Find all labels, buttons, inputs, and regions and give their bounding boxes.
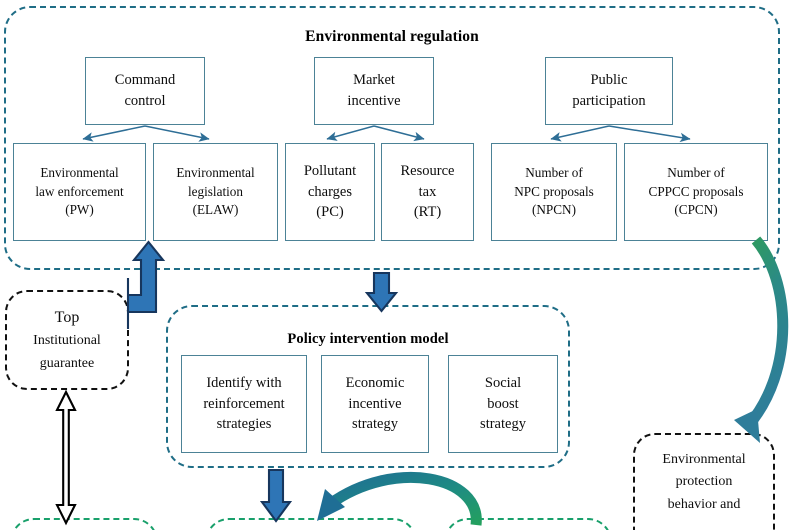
node-indicator-elaw-line3: (ELAW) xyxy=(192,202,239,218)
node-indicator-elaw[interactable]: Environmental legislation (ELAW) xyxy=(153,143,278,241)
bottom-box-right-clipped[interactable] xyxy=(444,518,612,530)
node-indicator-rt-line1: Resource xyxy=(400,163,455,180)
node-command-control-line1: Command xyxy=(114,72,176,89)
node-indicator-pc-line2: charges xyxy=(307,183,353,200)
node-market-incentive[interactable]: Market incentive xyxy=(314,57,434,125)
node-indicator-rt[interactable]: Resource tax (RT) xyxy=(381,143,474,241)
node-public-participation[interactable]: Public participation xyxy=(545,57,673,125)
node-indicator-cpcn-line3: (CPCN) xyxy=(674,202,718,218)
node-indicator-pw-line2: law enforcement xyxy=(35,183,124,199)
node-strategy-social-line1: Social xyxy=(484,375,522,392)
node-indicator-npcn-line1: Number of xyxy=(525,164,583,180)
node-indicator-npcn[interactable]: Number of NPC proposals (NPCN) xyxy=(491,143,617,241)
double-headed-arrow-institutional-bottom xyxy=(55,389,77,526)
node-indicator-elaw-line1: Environmental xyxy=(176,164,255,180)
node-institutional-line2: Institutional xyxy=(33,333,101,349)
node-market-incentive-line1: Market xyxy=(353,72,395,89)
node-indicator-pw-line1: Environmental xyxy=(40,164,119,180)
block-arrow-policy-to-bottom xyxy=(259,468,293,523)
node-strategy-identify-line2: reinforcement xyxy=(203,395,285,412)
node-env-protection-line3: behavior and xyxy=(667,496,741,512)
node-strategy-social-line2: boost xyxy=(487,395,519,412)
node-market-incentive-line2: incentive xyxy=(347,93,401,109)
node-indicator-npcn-line3: (NPCN) xyxy=(532,202,576,218)
node-indicator-pw-line3: (PW) xyxy=(65,202,94,218)
group-title-environmental-regulation: Environmental regulation xyxy=(305,28,479,45)
node-strategy-identify-line3: strategies xyxy=(216,416,272,433)
node-strategy-economic-line2: incentive xyxy=(348,395,402,412)
node-public-participation-line1: Public xyxy=(590,72,628,89)
node-public-participation-line2: participation xyxy=(572,93,646,109)
node-command-control[interactable]: Command control xyxy=(85,57,205,125)
node-strategy-identify-line1: Identify with xyxy=(206,375,282,392)
node-indicator-cpcn-line1: Number of xyxy=(667,164,725,180)
node-indicator-rt-line3: (RT) xyxy=(413,204,442,221)
node-indicator-pw[interactable]: Environmental law enforcement (PW) xyxy=(13,143,146,241)
node-indicator-pc[interactable]: Pollutant charges (PC) xyxy=(285,143,375,241)
node-top-institutional-guarantee[interactable]: Top Institutional guarantee xyxy=(5,290,129,390)
node-institutional-line3: guarantee xyxy=(39,355,95,371)
bottom-box-left-clipped[interactable] xyxy=(10,518,158,530)
node-strategy-economic-line1: Economic xyxy=(345,375,405,392)
node-indicator-pc-line3: (PC) xyxy=(316,204,344,221)
node-indicator-npcn-line2: NPC proposals xyxy=(514,183,594,199)
node-strategy-identify-reinforcement[interactable]: Identify with reinforcement strategies xyxy=(181,355,307,453)
node-institutional-line1: Top xyxy=(54,308,80,326)
node-strategy-economic-incentive[interactable]: Economic incentive strategy xyxy=(321,355,429,453)
node-indicator-pc-line1: Pollutant xyxy=(303,163,357,180)
node-env-protection-line2: protection xyxy=(675,474,733,490)
node-indicator-rt-line2: tax xyxy=(418,183,437,200)
node-environmental-protection-behavior[interactable]: Environmental protection behavior and xyxy=(633,433,775,530)
node-indicator-cpcn[interactable]: Number of CPPCC proposals (CPCN) xyxy=(624,143,768,241)
node-env-protection-line1: Environmental xyxy=(662,452,746,467)
node-strategy-social-line3: strategy xyxy=(480,416,526,433)
node-command-control-line2: control xyxy=(124,93,166,109)
curved-arrow-regulation-to-protection xyxy=(734,236,789,443)
node-indicator-cpcn-line2: CPPCC proposals xyxy=(648,183,744,199)
group-title-policy-intervention-model: Policy intervention model xyxy=(287,331,449,347)
node-indicator-elaw-line2: legislation xyxy=(188,183,243,199)
node-strategy-economic-line3: strategy xyxy=(352,416,398,433)
bottom-box-center-clipped[interactable] xyxy=(205,518,417,530)
node-strategy-social-boost[interactable]: Social boost strategy xyxy=(448,355,558,453)
